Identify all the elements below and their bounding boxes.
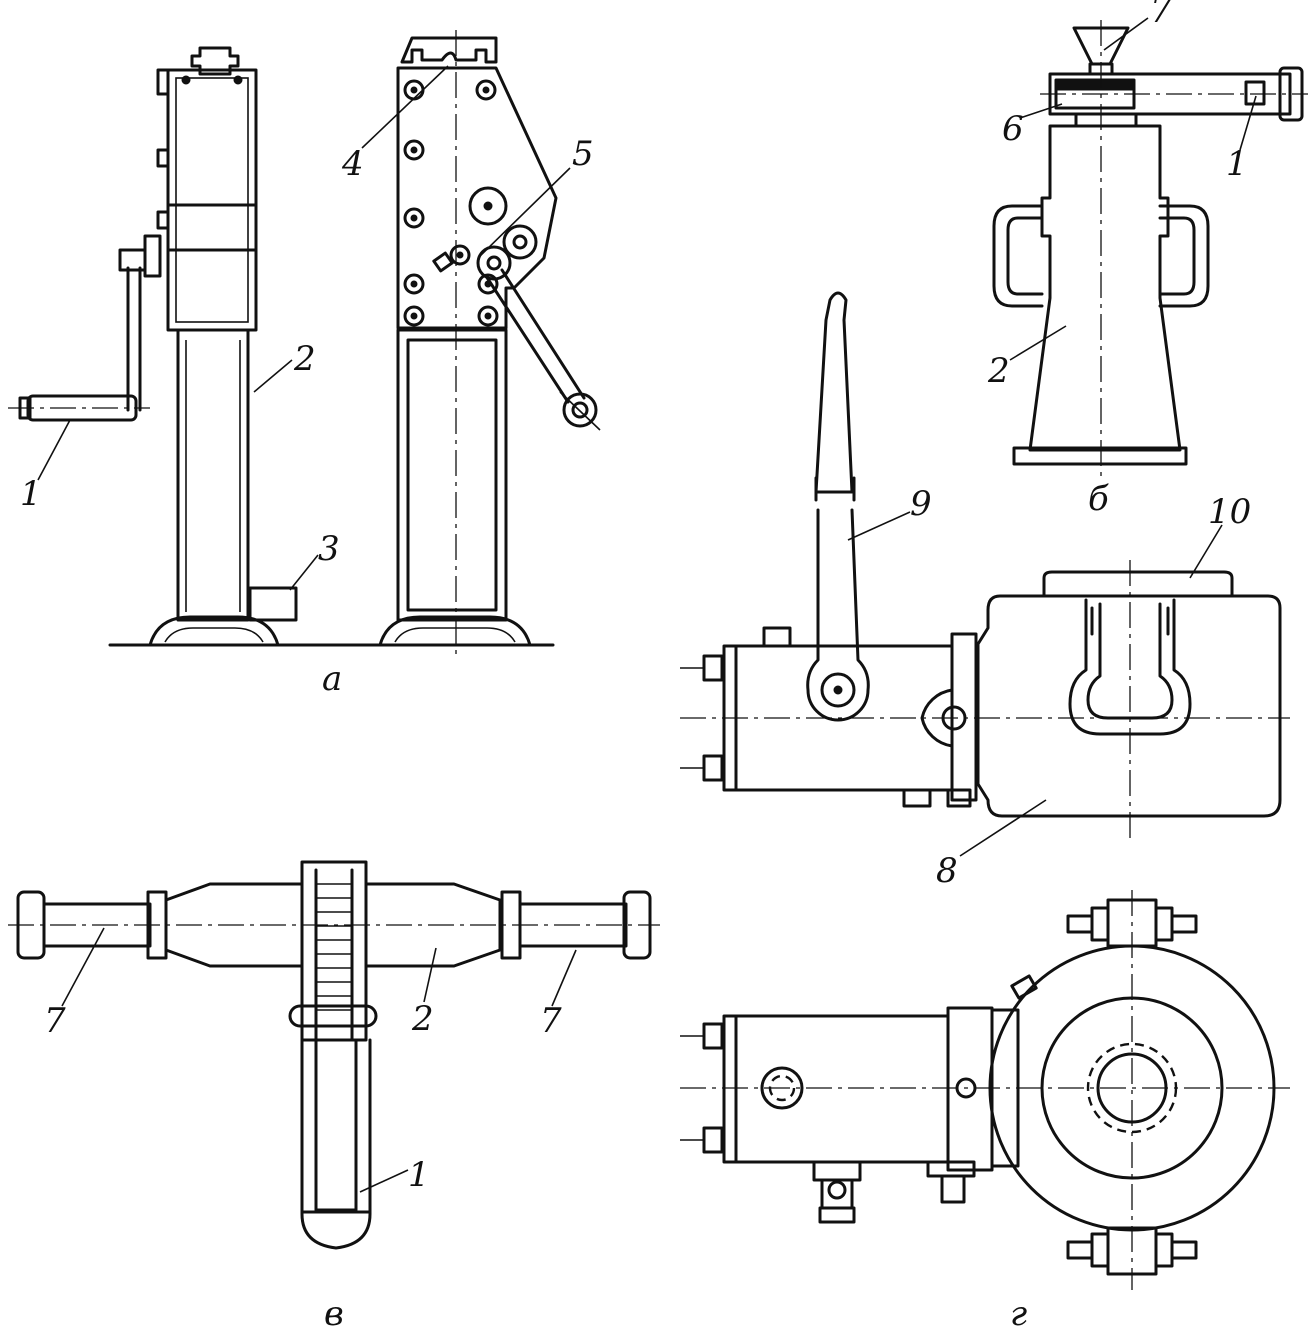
callout-a-5: 5 <box>572 134 594 174</box>
callout-b-7: 7 <box>1150 0 1172 31</box>
support-head-4 <box>400 36 498 64</box>
clamp <box>950 632 978 802</box>
callout-v-1: 1 <box>408 1155 430 1195</box>
support-10 <box>1042 570 1234 598</box>
callout-v-2: 2 <box>411 999 434 1039</box>
lever-9 <box>814 291 854 494</box>
caption-a: а <box>322 659 342 699</box>
rack-teeth <box>316 883 352 1011</box>
callout-a-3: 3 <box>318 529 340 569</box>
caption-b: б <box>1088 479 1109 519</box>
base-left <box>148 615 280 647</box>
head-cap <box>190 46 240 76</box>
caption-g: г <box>1010 1294 1027 1331</box>
view-g-top-view: г <box>680 890 1290 1331</box>
view-b-bottle-jack: 7 6 1 2 б <box>987 0 1308 519</box>
lug-bottom <box>1066 1226 1198 1276</box>
screw-7-left <box>42 902 152 948</box>
lever-5 <box>476 224 601 431</box>
screw-7-right <box>518 902 628 948</box>
lug-top <box>1066 898 1198 948</box>
view-a-front-jack: 4 5 а <box>322 30 601 699</box>
view-a-side-jack: 1 2 3 <box>8 46 555 647</box>
callout-v-7-left: 7 <box>44 1001 66 1041</box>
caption-v: в <box>324 1294 344 1331</box>
callout-10: 10 <box>1208 492 1251 532</box>
callout-b-1: 1 <box>1226 144 1248 184</box>
cylinder-top <box>722 1014 950 1164</box>
callout-b-6: 6 <box>1002 109 1024 149</box>
side-handle-left <box>992 204 1044 308</box>
handle-1-v <box>300 1038 372 1250</box>
column-2 <box>176 328 250 622</box>
callout-v-7-right: 7 <box>540 1001 562 1041</box>
base-plate <box>1012 446 1188 466</box>
rack <box>300 860 368 1042</box>
view-lever-jack: 9 10 8 <box>680 291 1290 891</box>
callout-a-4: 4 <box>341 144 364 184</box>
callout-8: 8 <box>936 851 958 891</box>
callout-9: 9 <box>910 484 932 524</box>
housing-8 <box>976 594 1282 818</box>
callout-b-2: 2 <box>987 351 1010 391</box>
view-v-screw-jack: 7 2 7 1 в <box>8 860 660 1331</box>
clamp-top <box>946 1006 994 1172</box>
upper-housing <box>166 68 258 332</box>
base-right <box>378 615 532 647</box>
body-2 <box>1028 124 1182 452</box>
callout-a-2: 2 <box>293 339 316 379</box>
callout-a-1: 1 <box>20 474 42 514</box>
side-handle-right <box>1158 204 1210 308</box>
stop-3 <box>248 586 298 622</box>
nut-right <box>622 890 652 960</box>
